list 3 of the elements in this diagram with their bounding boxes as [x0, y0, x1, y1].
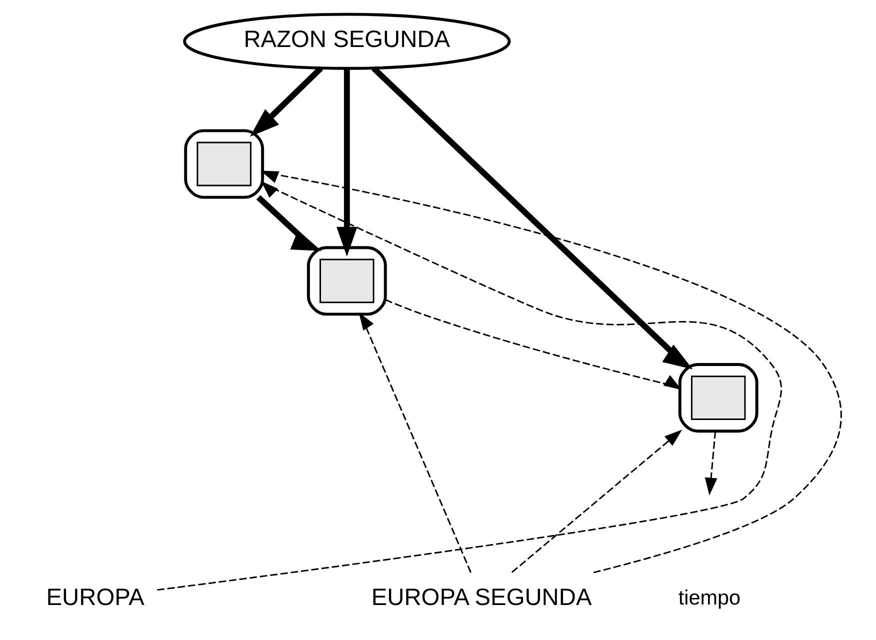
label: tiempo	[678, 586, 741, 610]
node-text: EUROPA	[46, 584, 144, 611]
node-text: EUROPA SEGUNDA	[371, 584, 592, 611]
